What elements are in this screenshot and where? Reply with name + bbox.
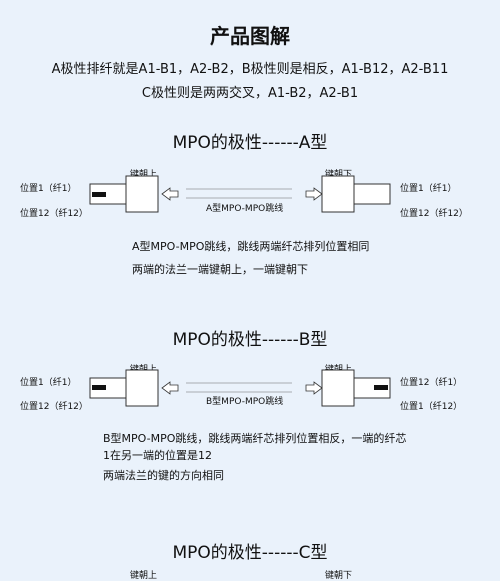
section-a-left-fiber-marker: [92, 192, 106, 197]
section-c-key-right: 键朝下: [325, 571, 353, 581]
section-a-right-top-label: 位置1（纤1）: [400, 184, 457, 194]
section-a-desc-line-1: A型MPO-MPO跳线，跳线两端纤芯排列位置相同: [132, 240, 370, 253]
section-a-diagram: [89, 175, 391, 213]
section-c-title: MPO的极性------C型: [172, 543, 328, 563]
section-b-desc-line-1: B型MPO-MPO跳线，跳线两端纤芯排列位置相反，一端的纤芯: [103, 432, 407, 445]
section-b-right-arrow-icon: [305, 381, 323, 395]
section-c-key-left: 键朝上: [130, 571, 158, 581]
section-b-left-fiber-marker: [92, 385, 106, 390]
section-b-left-top-label: 位置1（纤1）: [20, 378, 77, 388]
intro-line-1: A极性排纤就是A1-B1，A2-B2，B极性则是相反，A1-B12，A2-B11: [51, 62, 449, 77]
section-b-right-fiber-marker: [374, 385, 388, 390]
section-b-title: MPO的极性------B型: [172, 330, 328, 350]
section-b-left-arrow-icon: [161, 381, 179, 395]
section-b-desc-line-2: 1在另一端的位置是12: [103, 449, 212, 462]
section-b-right-top-label: 位置12（纤1）: [400, 378, 463, 388]
section-a-left-connector-body: [125, 175, 159, 213]
section-a-cable-label: A型MPO-MPO跳线: [206, 204, 284, 214]
section-a-key-left: 键朝上: [130, 170, 158, 180]
section-a-left-top-label: 位置1（纤1）: [20, 184, 77, 194]
section-a-left-arrow-icon: [161, 187, 179, 201]
section-a-right-arrow-icon: [305, 187, 323, 201]
section-a-right-connector-body: [321, 175, 355, 213]
section-a-desc-line-2: 两端的法兰一端键朝上，一端键朝下: [132, 263, 308, 276]
page-title: 产品图解: [210, 24, 290, 48]
section-a-title: MPO的极性------A型: [172, 133, 328, 153]
section-b-left-bottom-label: 位置12（纤12）: [20, 402, 88, 412]
section-b-right-bottom-label: 位置1（纤12）: [400, 402, 463, 412]
section-b-right-ferrule: [353, 377, 391, 399]
section-b-right-connector-body: [321, 369, 355, 407]
section-b-diagram: [89, 369, 391, 407]
section-b-left-connector-body: [125, 369, 159, 407]
section-b-desc-line-3: 两端法兰的键的方向相同: [103, 469, 224, 482]
intro-line-2: C极性则是两两交叉，A1-B2，A2-B1: [141, 86, 359, 101]
section-a-left-bottom-label: 位置12（纤12）: [20, 209, 88, 219]
section-a-key-right: 键朝下: [325, 170, 353, 180]
section-b-cable-label: B型MPO-MPO跳线: [206, 397, 284, 407]
section-a-right-bottom-label: 位置12（纤12）: [400, 209, 468, 219]
section-a-right-ferrule: [353, 183, 391, 205]
